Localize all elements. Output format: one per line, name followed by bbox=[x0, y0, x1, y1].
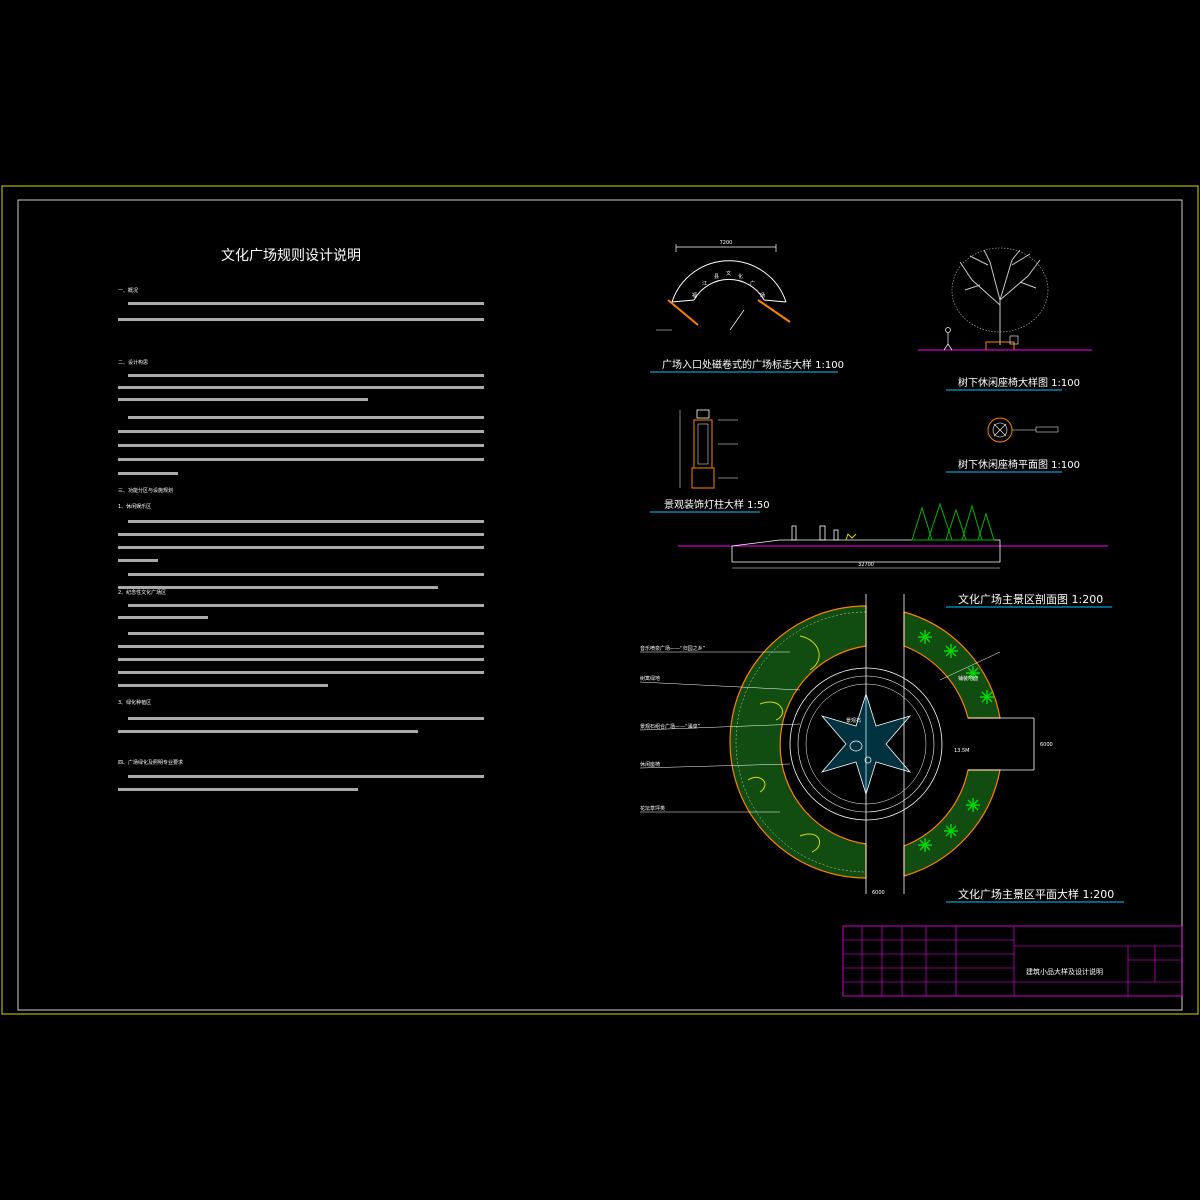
gate-sign-char-1: 福 bbox=[692, 292, 697, 299]
title-block: 建筑小品大样及设计说明 bbox=[842, 925, 1183, 997]
sub-heading-2: 2、纪念性文化广场区 bbox=[118, 589, 166, 596]
caption-tree-elevation: 树下休闲座椅大样图 1:100 bbox=[958, 376, 1080, 389]
svg-text:13.5M: 13.5M bbox=[954, 748, 969, 754]
gate-sign-char-4: 文 bbox=[726, 270, 731, 277]
section-heading-3: 三、功能分区与设施规划 bbox=[118, 487, 173, 494]
plan-label-hedge: 树篱绿地 bbox=[640, 675, 660, 682]
svg-text:6000: 6000 bbox=[1040, 742, 1053, 748]
description-text: 一、概况 二、设计构思 三、功能分区与设施规划 1、休闲娱乐区 2、纪念性文化广… bbox=[118, 287, 484, 791]
inner-frame bbox=[17, 199, 1183, 1011]
title-block-drawing-name: 建筑小品大样及设计说明 bbox=[1026, 967, 1103, 976]
svg-text:32700: 32700 bbox=[858, 562, 874, 568]
plan-label-bench: 休闲座椅 bbox=[640, 761, 660, 768]
plan-center-label: 景观石 bbox=[846, 717, 861, 724]
section-heading-2: 二、设计构思 bbox=[118, 359, 148, 366]
caption-entrance-gate: 广场入口处磁卷式的广场标志大样 1:100 bbox=[662, 358, 844, 371]
section-trees bbox=[911, 502, 995, 541]
sub-heading-1: 1、休闲娱乐区 bbox=[118, 503, 151, 510]
svg-text:7200: 7200 bbox=[720, 240, 733, 246]
tree-bench-plan bbox=[987, 417, 1059, 443]
entrance-gate-detail: 7200 福 江 县 文 化 广 场 bbox=[656, 240, 791, 331]
caption-tree-plan: 树下休闲座椅平面图 1:100 bbox=[958, 458, 1080, 471]
section-heading-4: 四、广场绿化及照明专业要求 bbox=[118, 759, 183, 766]
plan-label-music-fountain: 音乐喷泉广场——“归园之乡” bbox=[640, 645, 706, 652]
gate-sign-char-6: 广 bbox=[750, 280, 755, 287]
gate-sign-char-5: 化 bbox=[738, 273, 743, 280]
plan-label-paving: 铺装地面 bbox=[958, 675, 978, 682]
section-heading-1: 一、概况 bbox=[118, 287, 138, 294]
caption-section: 文化广场主景区剖面图 1:200 bbox=[958, 592, 1103, 606]
gate-sign-char-2: 江 bbox=[702, 280, 707, 287]
svg-text:6000: 6000 bbox=[872, 890, 885, 896]
sheet-title: 文化广场规则设计说明 bbox=[221, 248, 361, 264]
plan-right-top-planting bbox=[903, 611, 1001, 719]
outer-frame bbox=[1, 185, 1199, 1015]
plan-left-planting-ring bbox=[729, 605, 867, 879]
plan-label-stone-plaza: 景观石组合广场——“涌泉” bbox=[640, 723, 701, 730]
plan-right-bottom-planting bbox=[903, 769, 1001, 877]
tree-bench-elevation bbox=[918, 247, 1092, 351]
gate-sign-char-7: 场 bbox=[760, 292, 765, 299]
caption-lamp-post: 景观装饰灯柱大样 1:50 bbox=[664, 498, 770, 511]
plaza-section: 32700 bbox=[678, 502, 1108, 569]
sub-heading-3: 3、绿化种植区 bbox=[118, 699, 151, 706]
gate-sign-char-3: 县 bbox=[714, 274, 719, 280]
plan-star-paving bbox=[820, 692, 912, 796]
caption-plan: 文化广场主景区平面大样 1:200 bbox=[958, 887, 1114, 901]
plan-label-lawn: 花坛草坪类 bbox=[640, 805, 665, 812]
plaza-plan: 6000 13.5M 6000 景观石 bbox=[639, 594, 1053, 896]
lamp-post-detail bbox=[679, 409, 738, 489]
